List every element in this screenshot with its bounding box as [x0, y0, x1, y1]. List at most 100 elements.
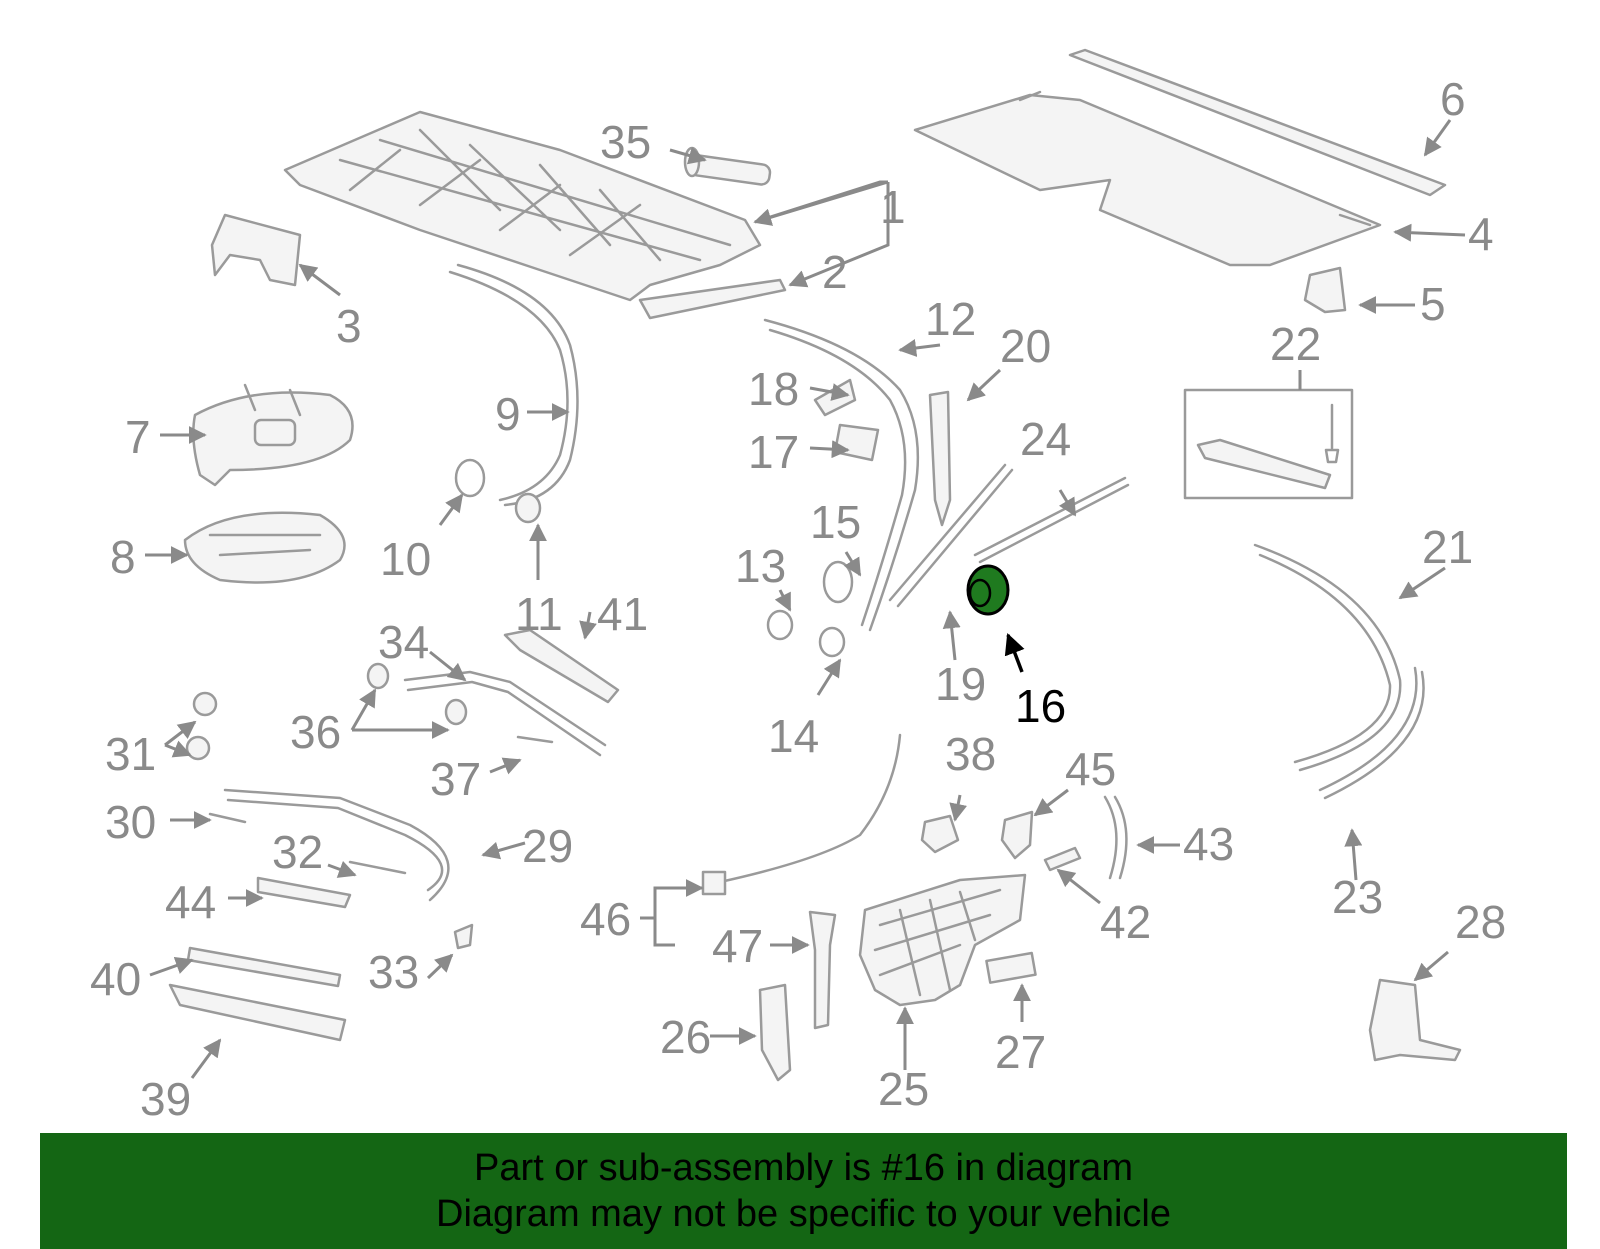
callout-30: 30 — [105, 796, 156, 848]
part-17-block — [833, 423, 880, 462]
part-15-ring — [822, 560, 854, 604]
part-3-bracket — [210, 213, 302, 287]
part-11-grommet — [514, 492, 542, 524]
part-19-strut — [888, 463, 1014, 608]
callout-37: 37 — [430, 753, 481, 805]
part-28-bracket — [1368, 978, 1462, 1062]
callout-9: 9 — [495, 388, 521, 440]
part-8-tray — [183, 511, 346, 584]
callout-42: 42 — [1100, 896, 1151, 948]
callout-25: 25 — [878, 1063, 929, 1115]
part-6-rail — [1068, 48, 1447, 197]
info-banner: Part or sub-assembly is #16 in diagram D… — [40, 1133, 1567, 1249]
callout-2: 2 — [822, 246, 848, 298]
callout-47: 47 — [712, 920, 763, 972]
callout-40: 40 — [90, 953, 141, 1005]
part-4-panel — [913, 90, 1382, 267]
callout-33: 33 — [368, 946, 419, 998]
part-32-bolt — [348, 860, 407, 875]
part-36-bushing-b — [444, 698, 468, 726]
part-34-link — [403, 670, 607, 757]
callout-15: 15 — [810, 496, 861, 548]
part-9-arm — [448, 263, 579, 507]
callout-43: 43 — [1183, 818, 1234, 870]
callout-34: 34 — [378, 616, 429, 668]
part-14-washer — [818, 626, 846, 658]
callout-17: 17 — [748, 426, 799, 478]
part-33-clip — [453, 923, 474, 950]
part-24-gas-strut — [973, 476, 1130, 564]
part-42-clip — [1043, 846, 1082, 872]
part-39-strip — [168, 983, 347, 1042]
part-27-switch — [985, 951, 1037, 984]
callout-14: 14 — [768, 710, 819, 762]
part-45-bracket — [1000, 810, 1034, 860]
callout-39: 39 — [140, 1073, 191, 1125]
part-1-top-cover-frame — [283, 110, 762, 302]
part-16-grommet-highlighted — [966, 564, 1010, 616]
callout-45: 45 — [1065, 743, 1116, 795]
callout-18: 18 — [748, 363, 799, 415]
part-2-seal-strip — [638, 278, 787, 320]
callout-13: 13 — [735, 540, 786, 592]
part-47-lever — [808, 910, 837, 1030]
callout-3: 3 — [336, 300, 362, 352]
part-37-bolt — [516, 735, 554, 744]
callout-4: 4 — [1468, 208, 1494, 260]
callout-41: 41 — [597, 588, 648, 640]
callout-46: 46 — [580, 893, 631, 945]
part-43-link — [1103, 795, 1128, 880]
callout-27: 27 — [995, 1026, 1046, 1078]
callout-23: 23 — [1332, 871, 1383, 923]
part-46-cable — [718, 733, 902, 884]
callout-10: 10 — [380, 533, 431, 585]
callout-16-highlighted: 16 — [1015, 680, 1066, 732]
part-18-bracket — [813, 378, 857, 417]
part-31-nut-b — [185, 735, 211, 761]
callout-22: 22 — [1270, 318, 1321, 370]
part-26-bracket — [758, 983, 792, 1082]
callout-21: 21 — [1422, 521, 1473, 573]
part-31-nut-a — [192, 691, 218, 717]
part-36-bushing-a — [366, 662, 390, 690]
callout-36: 36 — [290, 706, 341, 758]
part-20-strut — [928, 390, 952, 527]
callout-19: 19 — [935, 658, 986, 710]
part-7-motor-assembly — [192, 383, 354, 487]
callout-8: 8 — [110, 531, 136, 583]
callout-35: 35 — [600, 116, 651, 168]
callout-32: 32 — [272, 826, 323, 878]
part-25-mechanism — [858, 873, 1027, 1007]
part-10-ring — [454, 458, 486, 498]
callout-1: 1 — [880, 181, 906, 233]
callout-5: 5 — [1420, 278, 1446, 330]
callout-24: 24 — [1020, 413, 1071, 465]
callout-12: 12 — [925, 293, 976, 345]
callout-11: 11 — [515, 588, 563, 640]
banner-line-1: Part or sub-assembly is #16 in diagram — [474, 1147, 1133, 1189]
part-40-strip — [186, 946, 342, 988]
part-46-connector — [701, 870, 727, 896]
part-12-arm — [763, 318, 920, 632]
part-30-bolt — [208, 812, 247, 824]
part-21-trim — [1253, 543, 1402, 772]
part-38-actuator — [920, 814, 960, 854]
banner-line-2: Diagram may not be specific to your vehi… — [436, 1193, 1171, 1235]
callout-26: 26 — [660, 1011, 711, 1063]
part-23-trim — [1318, 666, 1425, 800]
callout-labels: 1 2 3 4 5 6 7 8 9 10 11 12 13 14 15 16 1… — [90, 73, 1506, 1125]
part-5-clip — [1303, 266, 1347, 314]
callout-20: 20 — [1000, 320, 1051, 372]
callout-29: 29 — [522, 820, 573, 872]
part-35-bolt — [683, 146, 772, 186]
part-41-bracket — [503, 628, 620, 704]
callout-28: 28 — [1455, 896, 1506, 948]
callout-31: 31 — [105, 728, 156, 780]
callout-6: 6 — [1440, 73, 1466, 125]
part-22-kit — [1183, 388, 1354, 500]
callout-7: 7 — [125, 411, 151, 463]
part-44-bracket — [256, 876, 352, 909]
leader-lines — [145, 119, 1466, 1079]
part-29-arm — [223, 788, 450, 902]
